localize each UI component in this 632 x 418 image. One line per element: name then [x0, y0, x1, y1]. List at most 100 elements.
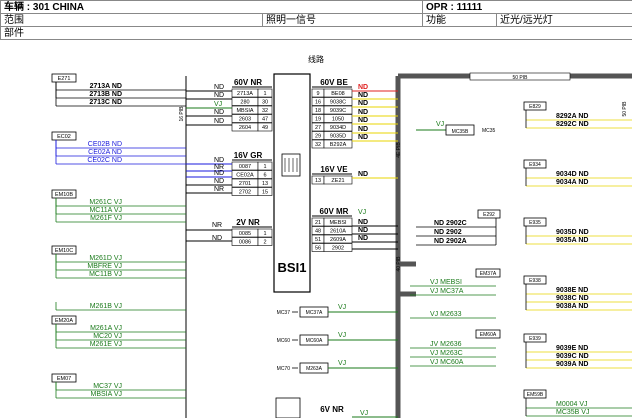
- bsi-small-connector-icon: [275, 397, 301, 418]
- wire-color: ND: [358, 171, 368, 178]
- pin-number: 15: [262, 190, 268, 196]
- component-id: EM07: [57, 376, 71, 382]
- pin-wire: ZE21: [331, 178, 344, 184]
- pin-wire: 2902: [332, 246, 344, 252]
- pin-wire: MEBSI: [329, 220, 347, 226]
- component-wire: VJ M2633: [430, 311, 462, 318]
- splice-box: [445, 124, 475, 136]
- pin-wire: 2610A: [330, 229, 346, 235]
- pin-cell: [257, 88, 273, 98]
- pin-cell: [323, 105, 353, 115]
- wire-color: ND: [358, 100, 368, 107]
- component-box: [477, 209, 501, 219]
- component-id: EC02: [57, 134, 71, 140]
- splice-id: MC60: [277, 338, 291, 344]
- component-wire: VJ MC60A: [430, 359, 464, 366]
- component-wire: CE02C ND: [87, 157, 122, 164]
- splice-id: MC35: [482, 128, 496, 134]
- component-box: [51, 373, 77, 383]
- component-wire: 9038E ND: [556, 287, 588, 294]
- pin-cell: [323, 114, 353, 123]
- pin-wire: 280: [240, 100, 249, 106]
- pin-wire: 9034D: [330, 125, 346, 131]
- component-id: E829: [529, 104, 541, 110]
- component-id: E935: [529, 220, 541, 226]
- component-wire: 9038A ND: [556, 303, 588, 310]
- wire-color: ND: [214, 84, 224, 91]
- component-wire: 9035A ND: [556, 237, 588, 244]
- pin-number: 51: [315, 237, 321, 243]
- component-box: [51, 131, 77, 141]
- wire-color: VJ: [358, 209, 366, 216]
- component-box: [475, 268, 501, 278]
- vehicle-label: 车辆 : 301 CHINA: [0, 0, 424, 14]
- pin-cell: [323, 122, 353, 132]
- splice-box-label: MC60A: [306, 338, 323, 344]
- diagram-title: 线路: [308, 54, 324, 64]
- component-wire: JV M2636: [430, 341, 462, 348]
- component-wire: 9039C ND: [556, 353, 589, 360]
- pin-wire: B292A: [330, 142, 347, 148]
- header-table: 车辆 : 301 CHINA OPR : 11111 范围 照明一信号 功能 近…: [0, 0, 632, 54]
- pin-cell: [257, 178, 273, 188]
- splice-box-label: MC35B: [452, 129, 469, 135]
- pin-number: 48: [315, 229, 321, 235]
- component-wire: ND 2902C: [434, 220, 467, 227]
- component-wire: MC35B VJ: [556, 409, 589, 416]
- pin-cell: [323, 243, 353, 252]
- component-id: E271: [58, 76, 71, 82]
- pin-wire: 0085: [239, 231, 251, 237]
- component-wire: 2713C ND: [89, 99, 122, 106]
- component-box: [523, 333, 547, 343]
- pin-cell: [323, 131, 353, 140]
- component-box: [51, 315, 77, 325]
- component-id: EM10C: [55, 248, 73, 254]
- component-wire: M261F VJ: [90, 215, 122, 222]
- pin-wire: 2702: [239, 190, 251, 196]
- component-wire: 9038C ND: [556, 295, 589, 302]
- range-label: 范围: [0, 13, 263, 27]
- component-wire: MC37 VJ: [93, 383, 122, 390]
- opr-label: OPR : 11111: [422, 0, 632, 14]
- pin-number: 27: [315, 125, 321, 131]
- fuse-label: 50 PIB: [622, 101, 628, 117]
- component-wire: 8292A ND: [556, 113, 588, 120]
- pin-wire: 9039C: [330, 108, 346, 114]
- pin-number: 47: [262, 117, 268, 123]
- pin-number: 32: [262, 108, 268, 114]
- component-wire: VJ MEBSI: [430, 279, 462, 286]
- bsi-name: BSI1: [278, 260, 307, 275]
- wire-color: ND: [358, 219, 368, 226]
- pin-cell: [323, 217, 353, 227]
- wire-color: VJ: [338, 360, 346, 367]
- pin-number: 13: [315, 178, 321, 184]
- pin-cell: [257, 161, 273, 171]
- bsi-box: [273, 73, 311, 293]
- component-wire: M261A VJ: [90, 325, 122, 332]
- wire-color: ND: [214, 178, 224, 185]
- component-id: EM20A: [55, 318, 73, 324]
- component-wire: VJ M263C: [430, 350, 463, 357]
- component-id: EM60A: [480, 332, 497, 338]
- splice-id: MC70: [277, 366, 291, 372]
- pin-wire: 0087: [239, 164, 251, 170]
- component-box: [51, 189, 77, 199]
- pin-cell: [323, 226, 353, 235]
- pin-number: 56: [315, 246, 321, 252]
- component-box: [523, 217, 547, 227]
- wire-color: ND: [214, 170, 224, 177]
- pin-number: 1: [263, 231, 266, 237]
- pin-wire: 2604: [239, 125, 251, 131]
- pin-number: 9: [316, 91, 319, 97]
- wire-color: ND: [358, 84, 368, 91]
- range-value: 照明一信号: [261, 13, 424, 27]
- component-id: EM59B: [527, 392, 544, 398]
- pin-cell: [257, 114, 273, 123]
- fuse-box-outline: [395, 73, 632, 418]
- wire-color: VJ: [436, 121, 444, 128]
- component-box: [51, 73, 77, 83]
- component-id: E934: [529, 162, 541, 168]
- connector-name: 60V NR: [234, 78, 262, 87]
